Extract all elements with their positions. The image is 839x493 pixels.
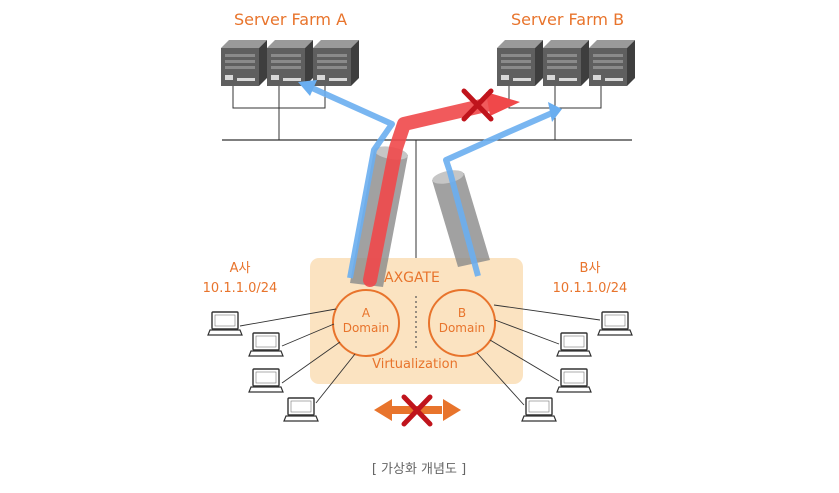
server-icon bbox=[313, 40, 359, 86]
server-farm-a bbox=[221, 40, 359, 140]
virtualization-label: Virtualization bbox=[372, 357, 458, 372]
domain-b-circle bbox=[428, 289, 496, 357]
diagram-caption: [ 가상화 개념도 ] bbox=[372, 462, 466, 477]
org-a-name: A사 bbox=[230, 261, 251, 276]
clients-b-links bbox=[476, 304, 601, 406]
server-farm-a-title: Server Farm A bbox=[234, 10, 347, 29]
domain-a-word: Domain bbox=[343, 321, 390, 335]
org-b-subnet: 10.1.1.0/24 bbox=[553, 281, 628, 296]
server-farm-b-title: Server Farm B bbox=[511, 10, 624, 29]
blocked-x-icon bbox=[401, 394, 433, 427]
org-a-subnet: 10.1.1.0/24 bbox=[203, 281, 278, 296]
laptop-icon bbox=[521, 397, 557, 422]
domain-a-letter: A bbox=[362, 306, 371, 320]
laptop-icon bbox=[556, 368, 592, 393]
domain-b-word: Domain bbox=[439, 321, 486, 335]
path-a bbox=[310, 85, 395, 279]
domain-a-circle bbox=[332, 289, 400, 357]
laptop-icon bbox=[248, 332, 284, 357]
laptop-icon bbox=[556, 332, 592, 357]
org-b-name: B사 bbox=[580, 261, 601, 276]
server-icon bbox=[221, 40, 267, 86]
server-icon bbox=[589, 40, 635, 86]
clients-a-links bbox=[239, 308, 356, 404]
laptop-icon bbox=[283, 397, 319, 422]
path-red-blocked bbox=[363, 97, 497, 287]
path-a-arrowhead bbox=[298, 80, 317, 96]
laptop-icon bbox=[597, 311, 633, 336]
axgate-label: AXGATE bbox=[384, 270, 440, 286]
server-icon bbox=[543, 40, 589, 86]
path-b bbox=[443, 110, 554, 277]
path-red-arrowhead bbox=[486, 92, 520, 116]
server-icon bbox=[267, 40, 313, 86]
laptop-icon bbox=[248, 368, 284, 393]
laptop-icon bbox=[207, 311, 243, 336]
domain-b-letter: B bbox=[458, 306, 466, 320]
path-b-arrowhead bbox=[548, 102, 562, 122]
blocked-x-icon bbox=[461, 88, 494, 122]
server-icon bbox=[497, 40, 543, 86]
